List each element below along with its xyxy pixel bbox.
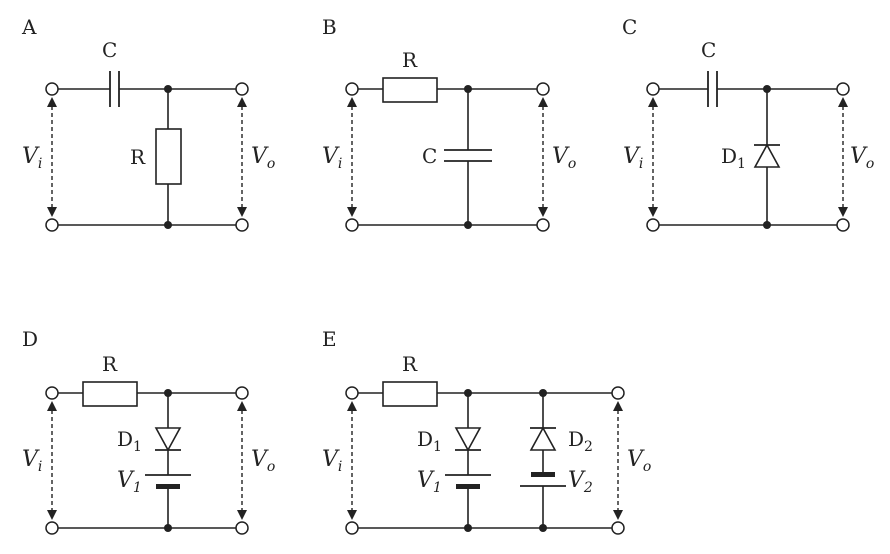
panel-e-output-voltage-arrow	[613, 401, 623, 520]
panel-d-title: D	[22, 327, 38, 351]
panel-e-node-top-1	[464, 389, 472, 397]
panel-a-node-top	[164, 85, 172, 93]
panel-c-input-voltage-arrow	[648, 97, 658, 217]
panel-c: C C D1 Vi	[622, 15, 874, 232]
panel-c-wires	[653, 88, 843, 226]
panel-e-title: E	[322, 327, 337, 351]
panel-a-input-voltage-label: Vi	[22, 144, 42, 172]
panel-b-input-voltage-arrow	[347, 97, 357, 217]
panel-e-input-terminal-bottom	[345, 521, 359, 535]
panel-d-diode-label: D1	[117, 427, 142, 455]
panel-d-output-voltage-arrow	[237, 401, 247, 520]
panel-b-output-voltage-label: Vo	[552, 144, 576, 172]
panel-a-output-terminal-bottom	[235, 218, 249, 232]
panel-d: D R D1 V1	[22, 327, 275, 535]
panel-a-capacitor: C	[102, 38, 120, 107]
panel-a-title: A	[21, 15, 37, 39]
panel-a-capacitor-label: C	[102, 38, 117, 62]
panel-d-resistor-label: R	[102, 352, 118, 376]
panel-e-node-bottom-2	[539, 524, 547, 532]
panel-e-diode-2: D2	[529, 426, 593, 455]
panel-c-node-top	[763, 85, 771, 93]
panel-b-output-terminal-top	[536, 82, 550, 96]
panel-b-capacitor-label: C	[422, 144, 437, 168]
panel-c-output-voltage-arrow	[838, 97, 848, 217]
panel-a-node-bottom	[164, 221, 172, 229]
panel-a-output-terminal-top	[235, 82, 249, 96]
panel-e-battery-2-label: V2	[568, 468, 593, 496]
panel-b-resistor: R	[382, 48, 438, 103]
panel-d-battery-label: V1	[117, 468, 142, 496]
panel-a-resistor-label: R	[130, 145, 146, 169]
panel-e-battery-2: V2	[520, 468, 593, 496]
panel-e-diode-1: D1	[417, 427, 482, 455]
panel-a-output-voltage-label: Vo	[251, 144, 275, 172]
panel-a-output-voltage-arrow	[237, 97, 247, 217]
panel-a: A C R V	[21, 15, 275, 232]
panel-b-title: B	[322, 15, 337, 39]
panel-d-diode: D1	[117, 427, 182, 455]
panel-e-output-terminal-top	[611, 386, 625, 400]
panel-b: B R C Vi	[322, 15, 576, 232]
panel-a-input-voltage-arrow	[47, 97, 57, 217]
panel-e-battery-1-label: V1	[417, 468, 442, 496]
panel-d-resistor: R	[82, 352, 138, 407]
panel-b-wires	[352, 88, 543, 226]
panel-d-battery: V1	[117, 468, 191, 496]
panel-e-output-voltage-label: Vo	[627, 447, 651, 475]
panel-d-output-voltage-label: Vo	[251, 447, 275, 475]
panel-c-input-terminal-top	[646, 82, 660, 96]
panel-c-capacitor-label: C	[701, 38, 716, 62]
panel-c-output-terminal-top	[836, 82, 850, 96]
panel-e-input-voltage-label: Vi	[322, 447, 342, 475]
panel-e-input-terminal-top	[345, 386, 359, 400]
panel-b-input-voltage-label: Vi	[322, 144, 342, 172]
panel-e-diode-1-label: D1	[417, 427, 442, 455]
panel-e-battery-1: V1	[417, 468, 491, 496]
panel-e-diode-2-label: D2	[568, 427, 593, 455]
panel-c-capacitor: C	[701, 38, 718, 107]
panel-e-resistor-label: R	[402, 352, 418, 376]
panel-c-title: C	[622, 15, 637, 39]
panel-d-node-bottom	[164, 524, 172, 532]
panel-b-node-top	[464, 85, 472, 93]
panel-e-node-top-2	[539, 389, 547, 397]
panel-a-wires	[52, 88, 242, 226]
panel-d-node-top	[164, 389, 172, 397]
panel-d-wires	[52, 392, 242, 529]
panel-b-output-voltage-arrow	[538, 97, 548, 217]
panel-c-diode: D1	[721, 143, 781, 172]
panel-b-node-bottom	[464, 221, 472, 229]
panel-e-output-terminal-bottom	[611, 521, 625, 535]
panel-c-input-terminal-bottom	[646, 218, 660, 232]
panel-e-wires	[352, 392, 618, 529]
panel-d-input-voltage-arrow	[47, 401, 57, 520]
panel-a-resistor: R	[130, 128, 182, 185]
panel-b-input-terminal-top	[345, 82, 359, 96]
panel-d-input-terminal-bottom	[45, 521, 59, 535]
panel-e: E R D1 V1	[322, 327, 651, 535]
panel-b-output-terminal-bottom	[536, 218, 550, 232]
panel-d-output-terminal-top	[235, 386, 249, 400]
panel-c-output-voltage-label: Vo	[850, 144, 874, 172]
panel-b-input-terminal-bottom	[345, 218, 359, 232]
panel-c-output-terminal-bottom	[836, 218, 850, 232]
panel-a-input-terminal-top	[45, 82, 59, 96]
panel-b-resistor-label: R	[402, 48, 418, 72]
panel-e-node-bottom-1	[464, 524, 472, 532]
panel-d-input-voltage-label: Vi	[22, 447, 42, 475]
panel-e-resistor: R	[382, 352, 438, 407]
panel-d-input-terminal-top	[45, 386, 59, 400]
panel-c-diode-label: D1	[721, 144, 746, 172]
panel-b-capacitor: C	[422, 144, 492, 168]
panel-c-node-bottom	[763, 221, 771, 229]
panel-d-output-terminal-bottom	[235, 521, 249, 535]
panel-a-input-terminal-bottom	[45, 218, 59, 232]
panel-e-input-voltage-arrow	[347, 401, 357, 520]
panel-c-input-voltage-label: Vi	[623, 144, 643, 172]
